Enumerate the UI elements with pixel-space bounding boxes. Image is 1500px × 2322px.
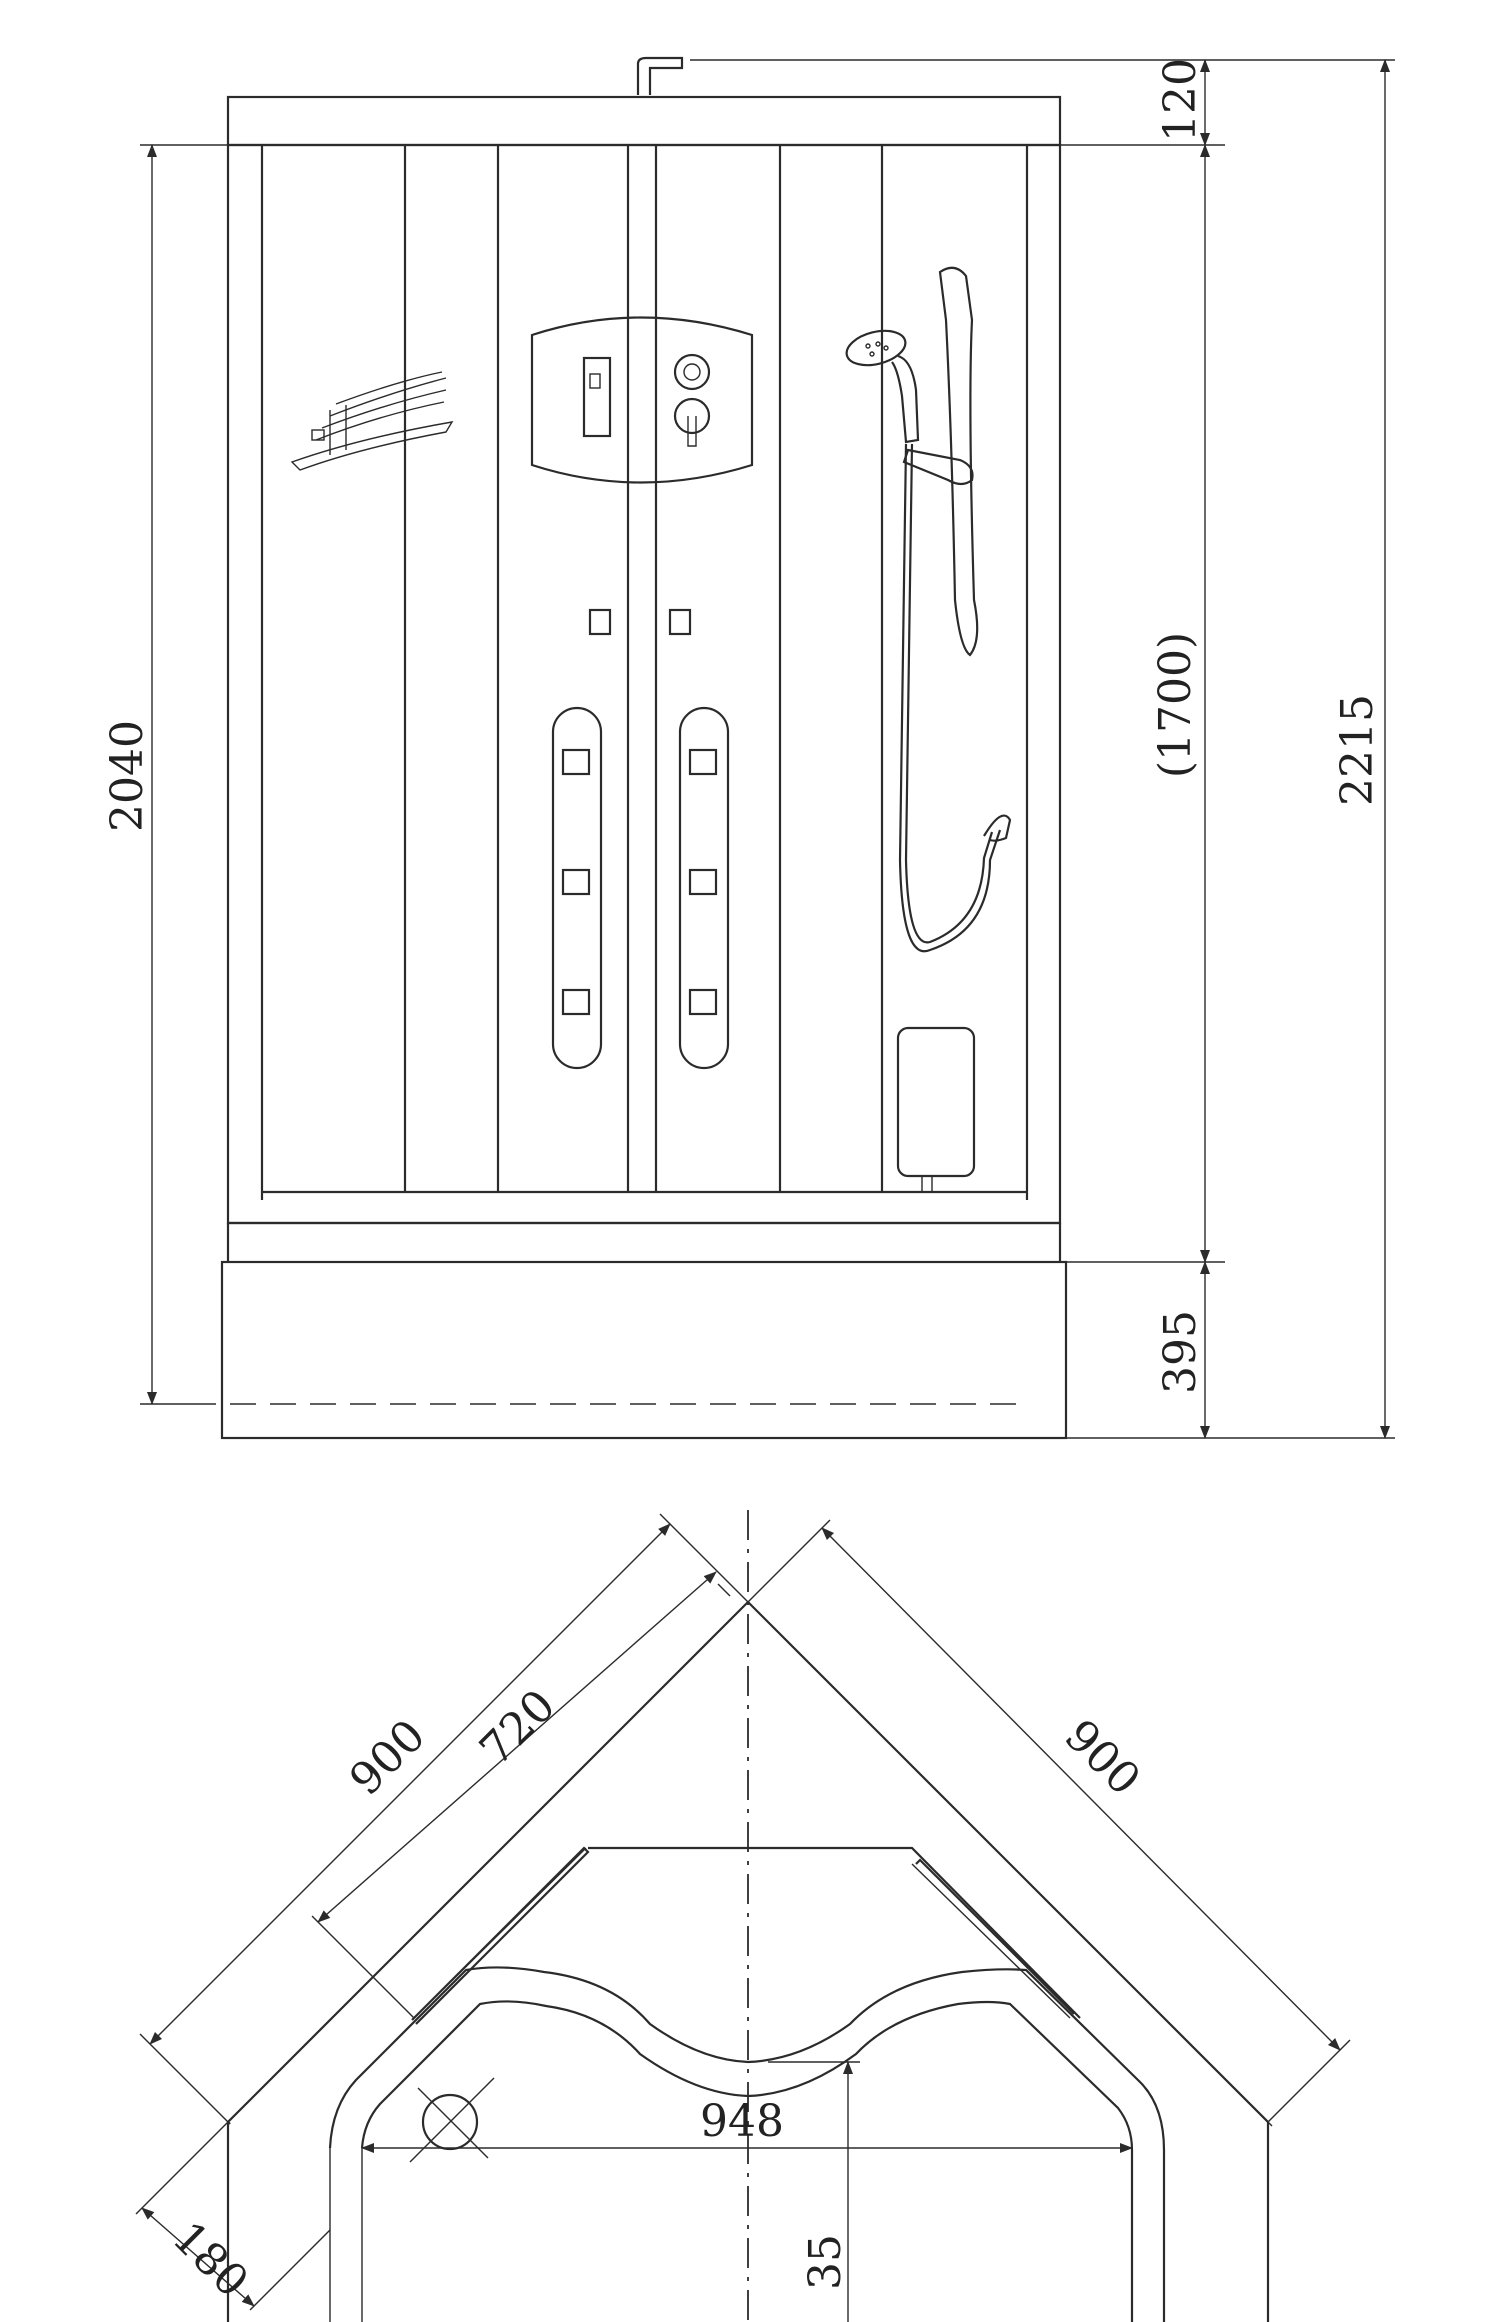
- dimension-overall-left: 2040: [102, 144, 228, 1405]
- door-handle-left: [588, 608, 612, 636]
- dim-120-label: 120: [1155, 58, 1206, 142]
- dim-900-left-label: 900: [340, 1710, 435, 1805]
- dimension-right-stack: 120 (1700) 395 2215: [690, 58, 1395, 1439]
- dimension-180: 180: [135, 2121, 331, 2311]
- cabin-frame: [226, 143, 1062, 1225]
- massage-jet-bar-right: [678, 706, 730, 1070]
- drain-icon: [409, 2077, 495, 2163]
- base-tray: [220, 1260, 1068, 1440]
- dim-2040-label: 2040: [102, 720, 153, 832]
- dimension-35: 35: [768, 2061, 860, 2322]
- roof-panel: [226, 95, 1062, 147]
- dim-2215-label: 2215: [1332, 694, 1383, 806]
- display-screen: [582, 356, 612, 438]
- top-outlet-pipe: [636, 56, 684, 95]
- dimension-948: 948: [361, 2096, 1133, 2153]
- mixer-knob-icon: [673, 353, 711, 391]
- plan-view: 900 720 900 180 948: [135, 1510, 1351, 2322]
- massage-jet-bar-left: [551, 706, 603, 1070]
- door-glass-line: [413, 1847, 1071, 2019]
- mixer-lever-icon: [673, 397, 711, 435]
- control-panel: [530, 316, 754, 484]
- shower-head-icon: [845, 329, 907, 367]
- door-handle-right: [668, 608, 692, 636]
- front-elevation: 2040 120 (1700) 395 2215: [102, 56, 1395, 1440]
- hand-shower-set: [845, 266, 1012, 953]
- dim-1700-label: (1700): [1150, 632, 1201, 778]
- dim-395-label: 395: [1155, 1310, 1206, 1394]
- panel-dividers: [403, 145, 884, 1192]
- dim-948-label: 948: [700, 2096, 784, 2147]
- corner-shelf: [290, 371, 454, 471]
- dim-180-label: 180: [163, 2212, 258, 2307]
- dim-35-label: 35: [800, 2234, 851, 2290]
- dim-900-right-label: 900: [1055, 1710, 1150, 1805]
- dim-720-label: 720: [470, 1680, 565, 1775]
- corner-seat: [588, 1846, 1081, 2019]
- steam-generator: [896, 1026, 976, 1192]
- dimension-900-left: 900: [139, 1513, 749, 2123]
